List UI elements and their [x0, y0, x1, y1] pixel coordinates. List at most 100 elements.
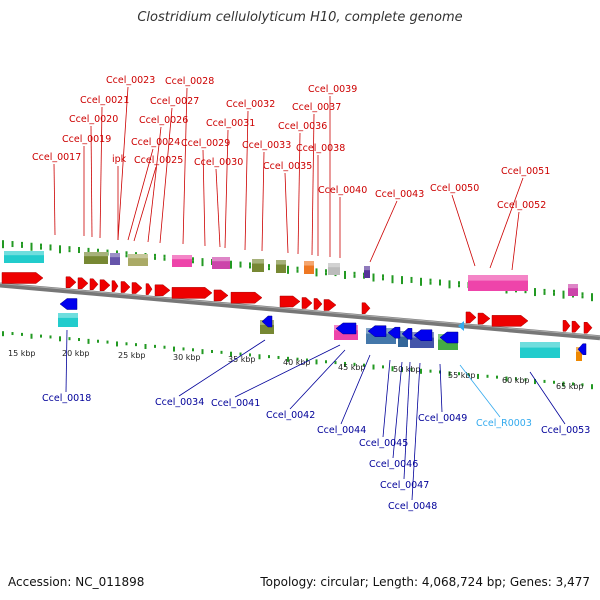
- tick-mark: [420, 368, 422, 374]
- feature-box: [4, 251, 44, 263]
- tick-mark: [106, 249, 109, 253]
- forward-gene-arrow: [171, 287, 213, 299]
- feature-box: [576, 347, 582, 361]
- tick-mark: [249, 265, 251, 269]
- scale-tick-label: 30 kbp: [173, 353, 201, 362]
- forward-gene-arrow: [154, 284, 171, 297]
- tick-mark: [192, 260, 194, 264]
- feature-box: [110, 253, 120, 265]
- label-leader-line: [99, 106, 103, 239]
- gene-label-forward: Ccel_0023: [106, 75, 155, 86]
- feature-box-shine: [468, 275, 528, 281]
- tick-mark: [2, 240, 4, 246]
- label-leader-line: [147, 126, 162, 243]
- gene-label-forward: Ccel_0029: [181, 138, 230, 149]
- gene-label-forward: Ccel_0050: [430, 183, 479, 194]
- label-leader-line: [261, 151, 265, 252]
- reverse-gene-arrow: [335, 322, 357, 335]
- feature-box: [520, 342, 560, 358]
- scale-tick-label: 50 kbp: [393, 365, 421, 374]
- tick-mark: [543, 288, 546, 292]
- tick-mark: [477, 373, 479, 379]
- tick-mark: [553, 292, 555, 296]
- tick-mark: [429, 369, 432, 373]
- gene-label-reverse: Ccel_0046: [369, 459, 418, 470]
- tick-mark: [382, 277, 384, 281]
- feature-box: [468, 275, 528, 291]
- tick-mark: [230, 263, 232, 269]
- feature-box-shine: [520, 342, 560, 348]
- tick-mark: [315, 271, 318, 277]
- tick-mark: [524, 290, 527, 294]
- tick-mark: [410, 276, 413, 280]
- label-leader-line: [178, 339, 266, 397]
- tick-mark: [40, 334, 42, 338]
- reverse-gene-arrow: [413, 329, 433, 341]
- tick-mark: [353, 271, 356, 275]
- scale-tick-label: 25 kbp: [118, 351, 146, 360]
- tick-mark: [249, 353, 251, 357]
- tick-mark: [201, 261, 204, 267]
- forward-gene-arrow: [313, 298, 323, 310]
- gene-label-forward: Ccel_0028: [165, 76, 214, 87]
- gene-label-forward: Ccel_0020: [69, 114, 118, 125]
- gene-label-forward: Ccel_0033: [242, 140, 291, 151]
- feature-box: [58, 313, 78, 327]
- label-leader-line: [392, 361, 403, 459]
- gene-label-reverse: Ccel_0034: [155, 397, 204, 408]
- genome-backbone-highlight: [0, 283, 600, 337]
- tick-mark: [562, 381, 565, 387]
- feature-box: [364, 266, 370, 278]
- tick-mark: [391, 275, 394, 281]
- tick-mark: [439, 282, 441, 286]
- feature-box-shine: [58, 313, 78, 318]
- label-leader-line: [133, 166, 157, 242]
- tick-mark: [334, 361, 337, 365]
- gene-label-reverse: Ccel_0042: [266, 410, 315, 421]
- label-leader-line: [340, 354, 371, 425]
- tick-mark: [11, 241, 14, 245]
- tick-mark: [2, 243, 4, 249]
- feature-box-shine: [276, 260, 286, 265]
- feature-box: [398, 331, 408, 347]
- tick-mark: [325, 269, 327, 273]
- feature-box: [568, 284, 578, 296]
- forward-gene-arrow: [213, 289, 229, 302]
- gene-label-forward: Ccel_0038: [296, 143, 345, 154]
- tick-mark: [78, 247, 80, 251]
- feature-box-shine: [212, 257, 230, 262]
- reverse-gene-arrow: [577, 343, 587, 355]
- tick-mark: [68, 337, 71, 341]
- tick-mark: [78, 250, 80, 254]
- tick-mark: [173, 346, 175, 352]
- feature-box: [276, 260, 286, 273]
- tick-mark: [59, 248, 61, 254]
- gene-label-reverse: Ccel_0049: [418, 413, 467, 424]
- scale-tick-label: 35 kbp: [228, 355, 256, 364]
- tick-mark: [410, 279, 413, 283]
- feature-box: [252, 259, 264, 272]
- tick-mark: [581, 292, 584, 296]
- tick-mark: [534, 288, 536, 294]
- tick-mark: [239, 261, 242, 265]
- label-leader-line: [403, 361, 411, 480]
- tick-mark: [230, 351, 232, 357]
- tick-mark: [410, 367, 413, 371]
- feature-box-shine: [304, 261, 314, 266]
- feature-box: [172, 255, 192, 267]
- tick-mark: [420, 277, 422, 283]
- tick-mark: [458, 372, 460, 376]
- tick-mark: [182, 347, 185, 351]
- gene-label-reverse: Ccel_0044: [317, 425, 366, 436]
- forward-gene-arrow: [145, 283, 153, 295]
- forward-gene-arrow: [583, 321, 593, 334]
- gene-label-forward: Ccel_0019: [62, 134, 111, 145]
- tick-mark: [353, 274, 356, 278]
- tick-mark: [116, 250, 118, 256]
- label-leader-line: [224, 129, 229, 249]
- tick-mark: [97, 248, 99, 252]
- tick-mark: [220, 350, 223, 354]
- tick-mark: [163, 254, 166, 258]
- gene-label-forward: Ccel_0021: [80, 95, 129, 106]
- label-leader-line: [529, 371, 566, 425]
